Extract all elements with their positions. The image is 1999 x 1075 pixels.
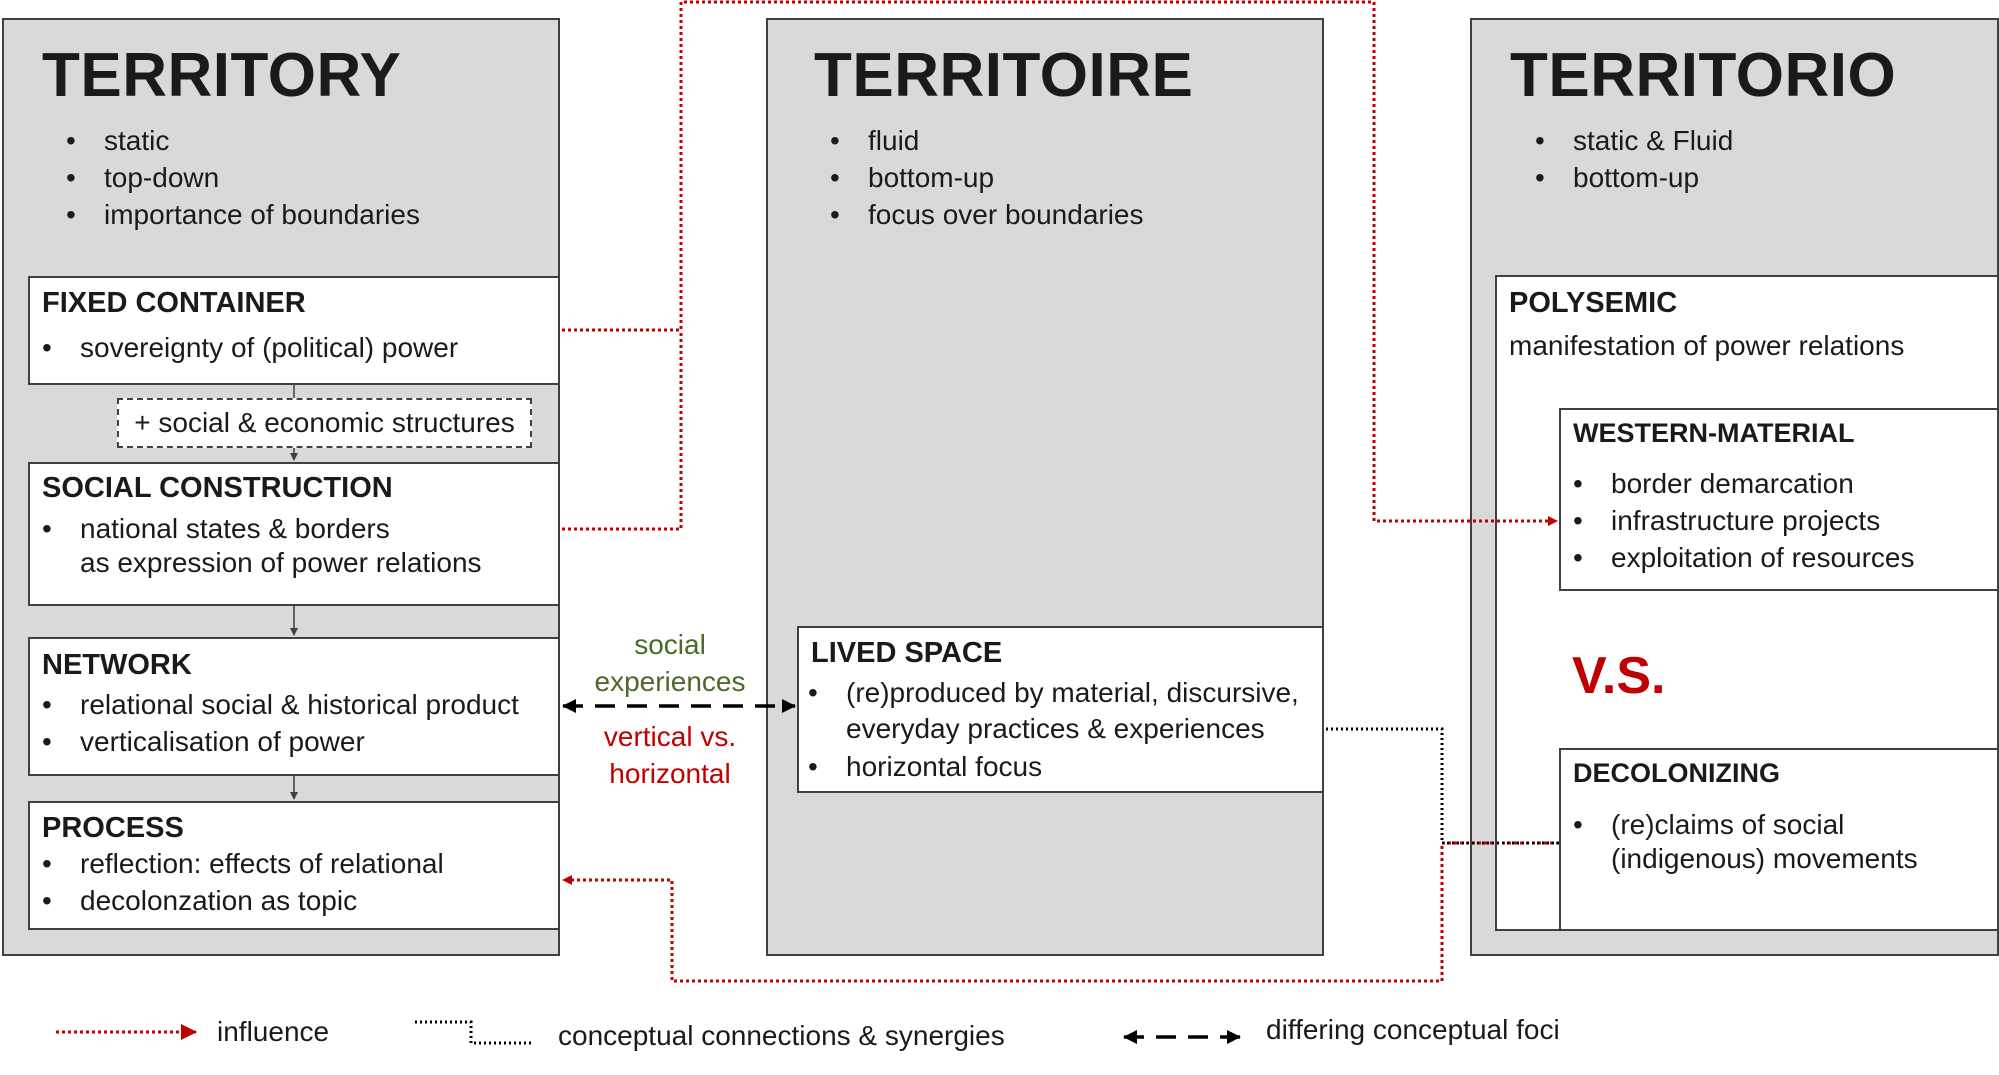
- fixed-container-heading: FIXED CONTAINER: [42, 287, 306, 319]
- influence-line-bottom: [562, 841, 1559, 983]
- list-item: border demarcation: [1573, 465, 1915, 502]
- list-item: infrastructure projects: [1573, 502, 1915, 539]
- list-item: exploitation of resources: [1573, 539, 1915, 576]
- legend-differing-label: differing conceptual foci: [1266, 1014, 1560, 1045]
- list-item: sovereignty of (political) power: [42, 329, 458, 366]
- list-item: decolonzation as topic: [42, 882, 444, 919]
- lived-space-continuation: everyday practices & experiences: [846, 713, 1265, 744]
- decolonizing-heading: DECOLONIZING: [1573, 758, 1780, 788]
- western-material-heading: WESTERN-MATERIAL: [1573, 418, 1855, 448]
- social-construction-continuation: as expression of power relations: [80, 547, 482, 578]
- network-bullets: relational social & historical product v…: [42, 686, 519, 760]
- list-item: (re)claims of social: [1573, 806, 1844, 843]
- list-item: static: [66, 122, 420, 159]
- territoire-bullets: fluid bottom-up focus over boundaries: [830, 122, 1144, 233]
- list-item: bottom-up: [1535, 159, 1733, 196]
- list-item: bottom-up: [830, 159, 1144, 196]
- vs-label: V.S.: [1572, 647, 1666, 705]
- legend-connections-icon: [415, 1020, 532, 1045]
- social-experiences-label: social experiences: [570, 626, 770, 700]
- process-bullets: reflection: effects of relational decolo…: [42, 845, 444, 919]
- lived-space-heading: LIVED SPACE: [811, 637, 1003, 669]
- legend-influence-label: influence: [217, 1016, 330, 1047]
- list-item: national states & borders: [42, 510, 390, 547]
- list-item: reflection: effects of relational: [42, 845, 444, 882]
- territorio-bullets: static & Fluid bottom-up: [1535, 122, 1733, 196]
- social-construction-bullets: national states & borders: [42, 510, 390, 547]
- social-construction-heading: SOCIAL CONSTRUCTION: [42, 472, 393, 504]
- influence-line-social: [562, 330, 683, 531]
- territorio-title: TERRITORIO: [1510, 41, 1897, 110]
- process-heading: PROCESS: [42, 812, 184, 844]
- territoire-title: TERRITOIRE: [814, 41, 1194, 110]
- territory-title: TERRITORY: [42, 41, 402, 110]
- list-item: fluid: [830, 122, 1144, 159]
- list-item: horizontal focus: [808, 748, 1299, 785]
- vertical-label-line2: horizontal: [609, 758, 731, 789]
- social-label-line1: social: [634, 629, 706, 660]
- list-item: top-down: [66, 159, 420, 196]
- list-item: verticalisation of power: [42, 723, 519, 760]
- western-material-bullets: border demarcation infrastructure projec…: [1573, 465, 1915, 576]
- territory-bullets: static top-down importance of boundaries: [66, 122, 420, 233]
- list-item: (re)produced by material, discursive,: [808, 674, 1299, 711]
- list-item: focus over boundaries: [830, 196, 1144, 233]
- influence-line-top: [562, 0, 1558, 526]
- list-item: static & Fluid: [1535, 122, 1733, 159]
- connector-box: + social & economic structures: [117, 398, 532, 448]
- vertical-label-line1: vertical vs.: [603, 721, 737, 752]
- list-item: importance of boundaries: [66, 196, 420, 233]
- polysemic-heading: POLYSEMIC: [1509, 287, 1678, 319]
- lived-space-bullets: (re)produced by material, discursive, ho…: [808, 674, 1299, 785]
- vertical-horizontal-label: vertical vs. horizontal: [570, 718, 770, 792]
- legend-connections-label: conceptual connections & synergies: [558, 1020, 1005, 1051]
- network-heading: NETWORK: [42, 649, 192, 681]
- list-item: relational social & historical product: [42, 686, 519, 723]
- fixed-container-bullets: sovereignty of (political) power: [42, 329, 458, 366]
- decolonizing-continuation: (indigenous) movements: [1611, 843, 1918, 874]
- decolonizing-bullets: (re)claims of social: [1573, 806, 1844, 843]
- polysemic-text: manifestation of power relations: [1509, 330, 1905, 361]
- conceptual-connection-line: [1326, 727, 1559, 845]
- social-label-line2: experiences: [594, 666, 746, 697]
